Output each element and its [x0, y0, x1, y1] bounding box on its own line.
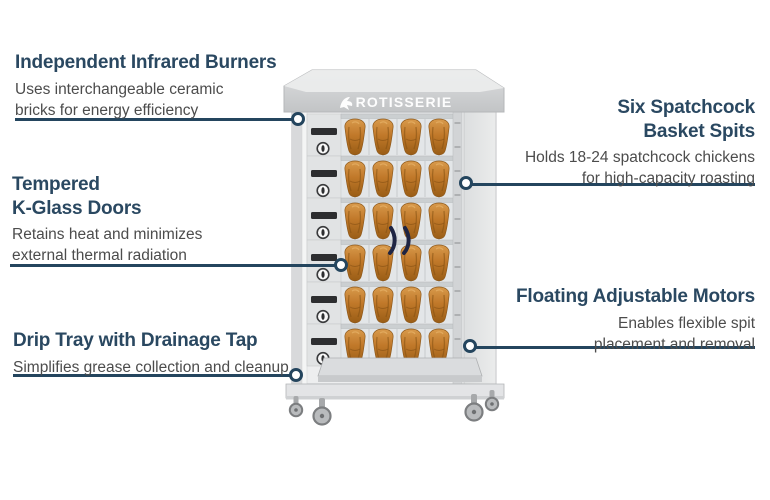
canopy: ROTISSERIE [283, 69, 505, 113]
leader-line-drip-tray [13, 374, 296, 377]
right-rail [452, 111, 463, 385]
base-platform [285, 383, 505, 400]
leader-dot-drip-tray [289, 368, 303, 382]
rooster-logo-icon [340, 97, 353, 110]
callout-title: Six Spatchcock Basket Spits [617, 97, 755, 142]
callout-kglass-doors: Tempered K-Glass Doors Retains heat and … [12, 173, 202, 266]
leader-line-infrared-burners [15, 118, 298, 121]
callout-title: Tempered K-Glass Doors [12, 174, 142, 219]
callout-title: Drip Tray with Drainage Tap [13, 330, 258, 351]
leader-line-floating-motors [470, 346, 755, 349]
motor-column [306, 113, 342, 367]
callout-title: Independent Infrared Burners [15, 52, 277, 73]
leader-dot-kglass-doors [334, 258, 348, 272]
callout-description: Uses interchangeable ceramic bricks for … [15, 80, 224, 119]
callout-description: Enables flexible spit placement and remo… [593, 314, 755, 353]
chicken-grid [341, 114, 453, 374]
leader-line-basket-spits [466, 183, 755, 186]
callout-description: Retains heat and minimizes external ther… [12, 226, 203, 264]
callout-drip-tray: Drip Tray with Drainage Tap Simplifies g… [13, 329, 289, 378]
leader-dot-floating-motors [463, 339, 477, 353]
callout-floating-motors: Floating Adjustable Motors Enables flexi… [516, 285, 755, 355]
callout-description: Holds 18-24 spatchcock chickens for high… [524, 149, 755, 187]
callout-title: Floating Adjustable Motors [516, 286, 755, 307]
leader-dot-infrared-burners [291, 112, 305, 126]
brand-text: ROTISSERIE [356, 94, 453, 110]
left-frame [292, 112, 302, 384]
drip-tray [317, 357, 483, 382]
leader-line-kglass-doors [10, 264, 341, 267]
leader-dot-basket-spits [459, 176, 473, 190]
door-handles-icon [388, 226, 411, 255]
callout-basket-spits: Six Spatchcock Basket Spits Holds 18-24 … [525, 96, 755, 189]
callout-infrared-burners: Independent Infrared Burners Uses interc… [15, 51, 277, 121]
left-rail [301, 111, 308, 385]
rotisserie-oven-illustration: ROTISSERIE [283, 69, 505, 426]
callout-description: Simplifies grease collection and cleanup [13, 358, 289, 376]
